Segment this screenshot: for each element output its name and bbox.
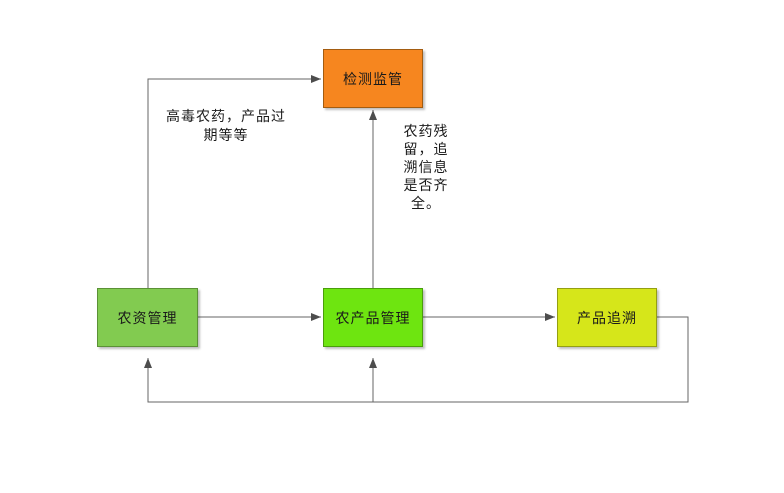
node-agri-materials-management-label: 农资管理 bbox=[117, 309, 178, 326]
node-agri-product-management-label: 农产品管理 bbox=[335, 309, 411, 326]
node-agri-product-management: 农产品管理 bbox=[323, 288, 423, 347]
node-detection-supervision: 检测监管 bbox=[323, 49, 423, 108]
edge-traceability-to-materials-feedback bbox=[144, 316, 689, 403]
edge-label-toxic-pesticide: 高毒农药，产品过期等等 bbox=[166, 108, 286, 143]
node-agri-materials-management: 农资管理 bbox=[97, 288, 198, 347]
node-product-traceability-label: 产品追溯 bbox=[577, 309, 637, 326]
node-product-traceability: 产品追溯 bbox=[557, 288, 657, 347]
edge-materials-to-detection bbox=[147, 75, 321, 288]
node-detection-supervision-label: 检测监管 bbox=[343, 70, 403, 87]
edge-label-residue-trace: 农药残留，追溯信息是否齐全。 bbox=[403, 123, 449, 211]
